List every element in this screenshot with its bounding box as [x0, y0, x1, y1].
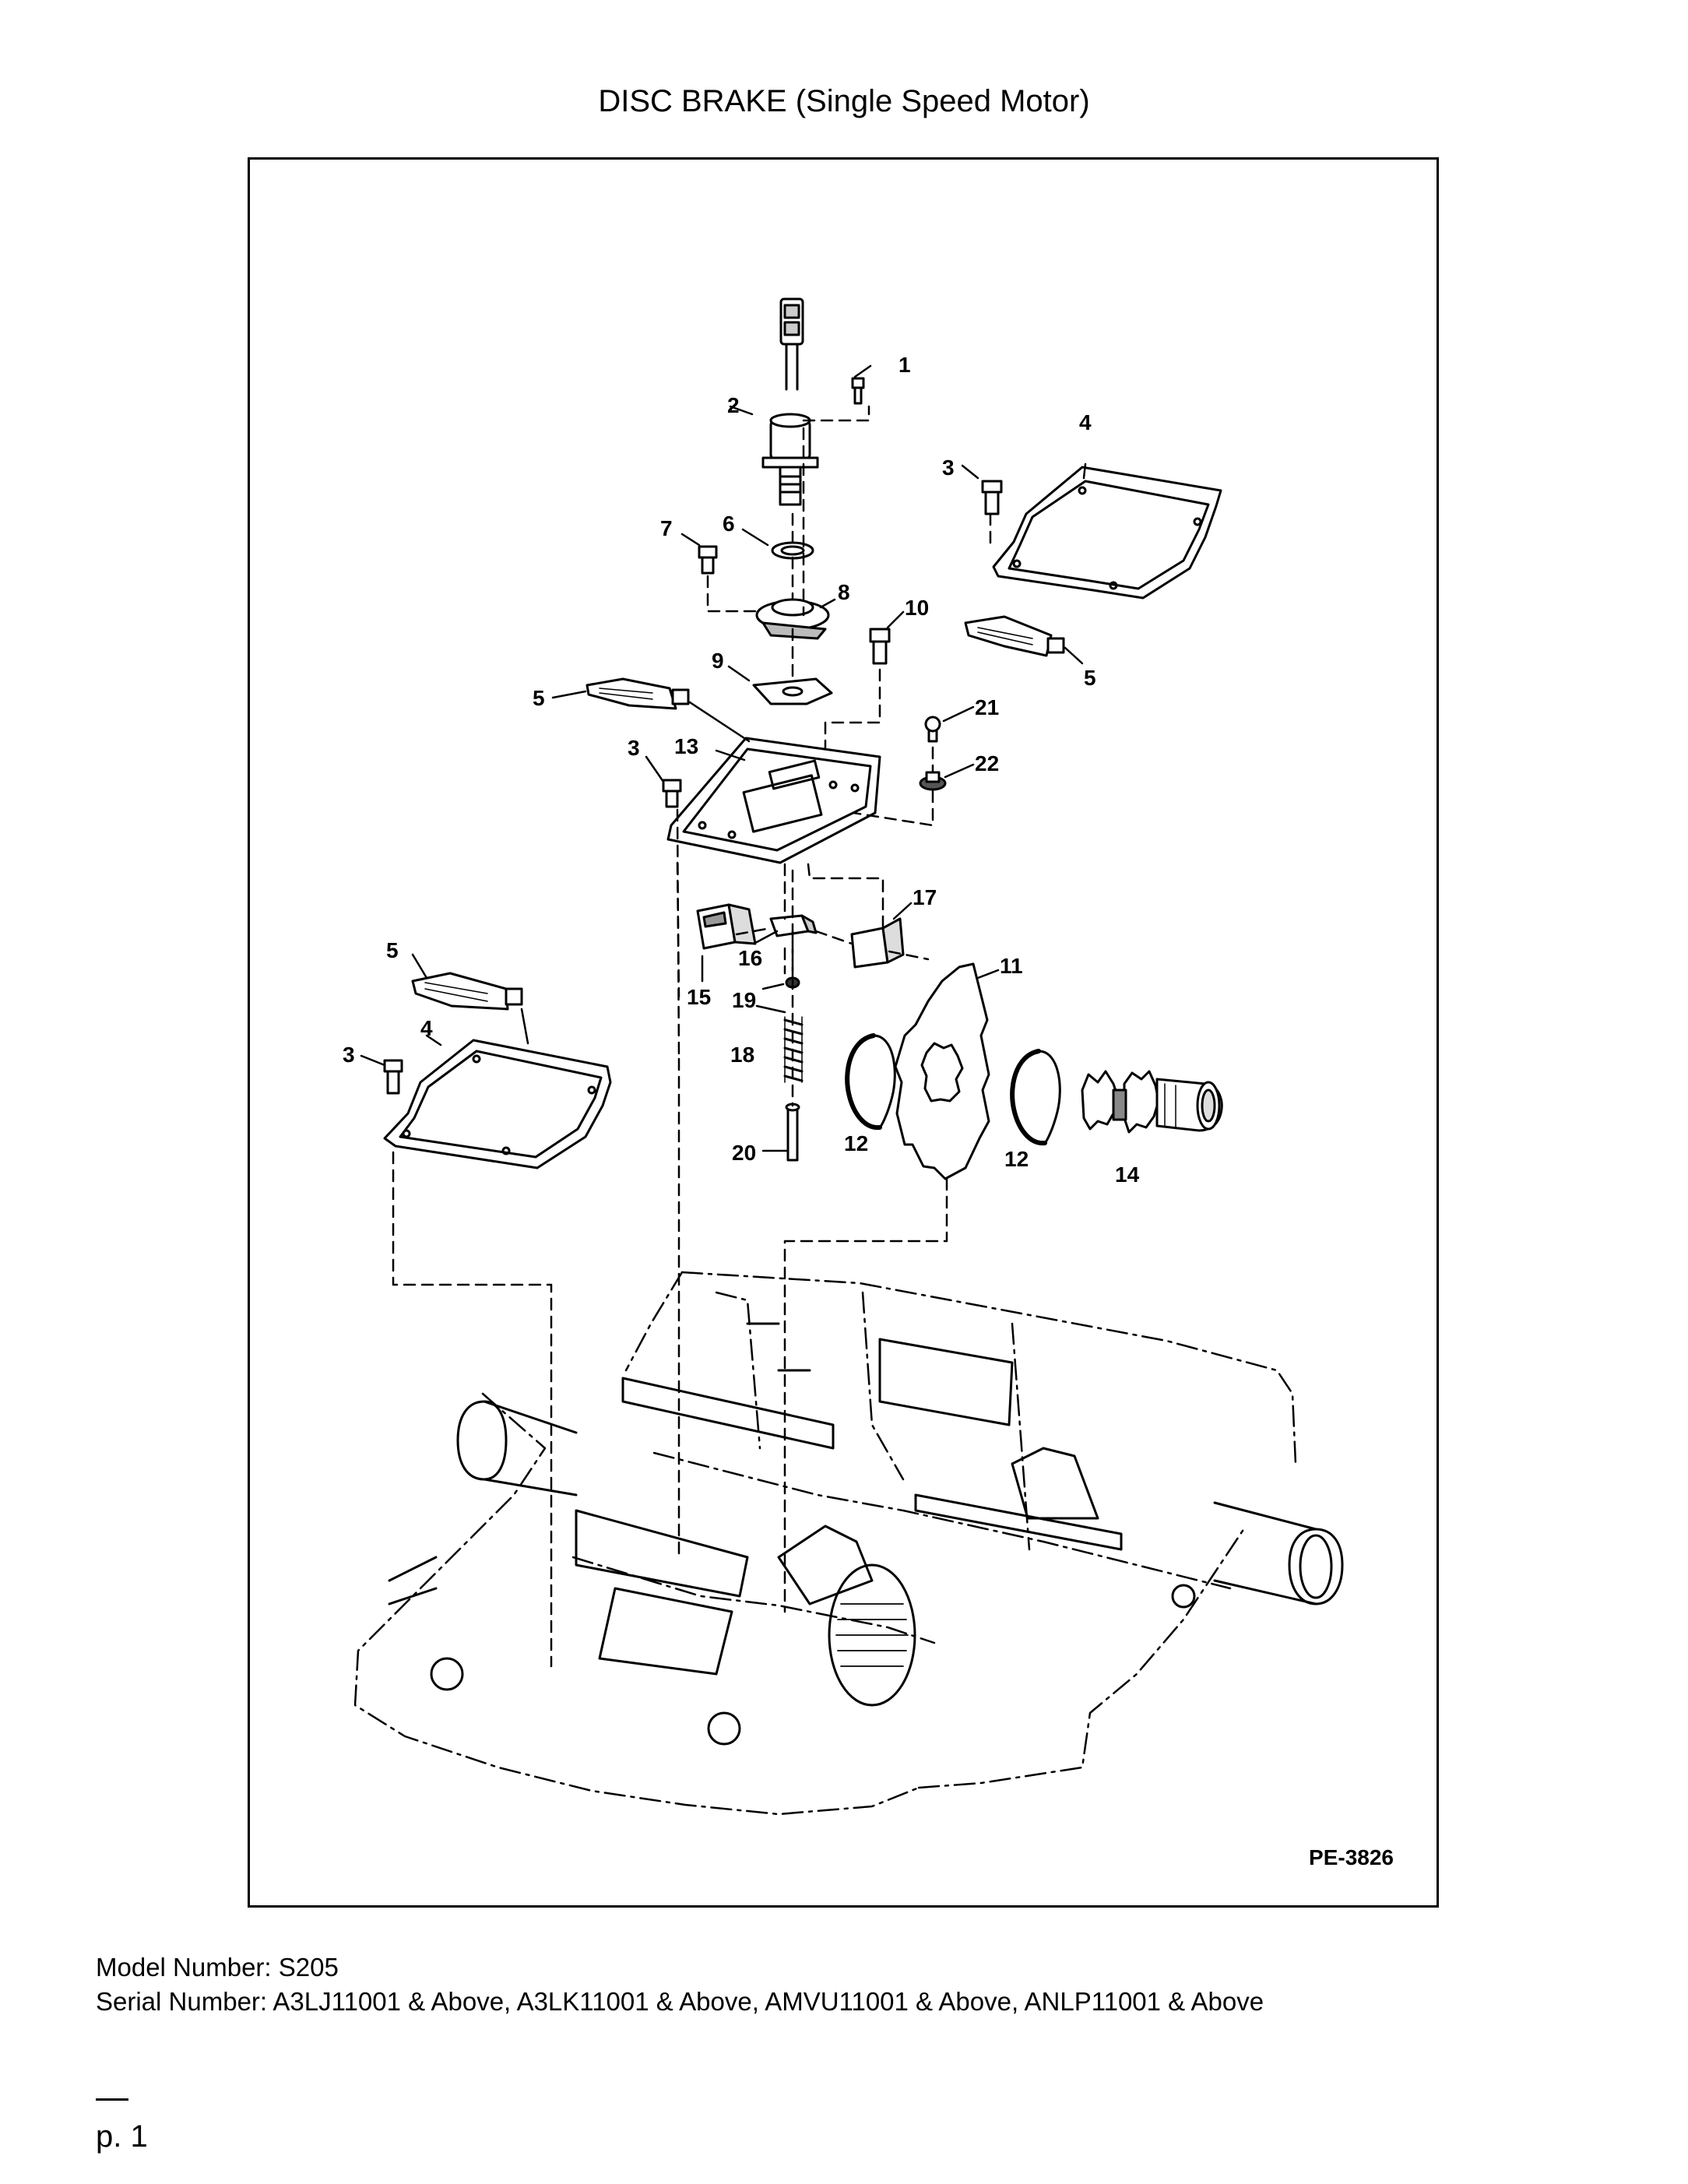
- page-divider: [96, 2098, 128, 2101]
- sealant-tube-part: [964, 615, 1065, 657]
- callout-3-upper-right: 3: [942, 455, 955, 480]
- callout-3-lower-left: 3: [343, 1043, 355, 1067]
- sealant-tube-part: [586, 677, 690, 710]
- callout-4-upper-right: 4: [1079, 410, 1092, 434]
- serial-number: Serial Number: A3LJ11001 & Above, A3LK11…: [96, 1987, 1264, 2016]
- callout-5-lower: 5: [386, 938, 399, 962]
- callout-4-lower-left: 4: [420, 1016, 433, 1040]
- callout-21: 21: [975, 695, 999, 719]
- snap-ring-part: [845, 1033, 882, 1131]
- cover-plate-part: [992, 466, 1222, 600]
- brake-disc-part: [894, 962, 990, 1180]
- cover-plate-part: [383, 1039, 612, 1169]
- solenoid-part: [761, 297, 819, 506]
- figure-id: PE-3826: [1309, 1845, 1394, 1869]
- snap-ring-part: [1010, 1049, 1047, 1146]
- callout-15: 15: [687, 985, 711, 1009]
- callout-16: 16: [738, 946, 762, 970]
- bolt-part: [698, 545, 718, 575]
- callout-22: 22: [975, 751, 999, 775]
- callout-19: 19: [732, 988, 756, 1012]
- callout-10: 10: [905, 596, 929, 620]
- callout-8: 8: [838, 580, 850, 604]
- callout-17: 17: [913, 885, 937, 909]
- gasket-part: [752, 677, 833, 705]
- fitting-part: [924, 716, 941, 743]
- screw-part: [851, 377, 865, 405]
- sealant-tube-part: [411, 972, 523, 1011]
- fitting-part: [919, 771, 947, 791]
- sprocket-motor-part: [1081, 1070, 1223, 1134]
- callout-3-mid: 3: [628, 736, 640, 760]
- callout-20: 20: [732, 1141, 756, 1165]
- callout-12-left: 12: [844, 1131, 868, 1155]
- bolt-part: [869, 628, 891, 665]
- callout-2: 2: [727, 393, 740, 417]
- bolt-part: [662, 779, 682, 808]
- caliper-block-part: [769, 914, 818, 937]
- callout-7: 7: [660, 516, 673, 540]
- diagram-frame: PE-3826: [248, 157, 1439, 1908]
- callout-1: 1: [899, 353, 911, 377]
- callout-11: 11: [1000, 954, 1023, 978]
- page-number: p. 1: [96, 2119, 148, 2154]
- callout-9: 9: [712, 649, 724, 673]
- callout-18: 18: [730, 1043, 754, 1067]
- caliper-block-part: [696, 903, 757, 950]
- bolt-part: [981, 480, 1003, 515]
- cover-plate-part: [666, 737, 881, 864]
- callout-13: 13: [674, 734, 698, 758]
- bolt-part: [383, 1059, 403, 1095]
- callout-5-left: 5: [533, 686, 545, 710]
- model-number: Model Number: S205: [96, 1953, 339, 1982]
- callout-12-right: 12: [1004, 1147, 1029, 1171]
- callout-14: 14: [1115, 1162, 1140, 1187]
- caliper-block-part: [850, 917, 905, 969]
- callout-5-right: 5: [1084, 666, 1096, 690]
- page-title: DISC BRAKE (Single Speed Motor): [598, 84, 1090, 118]
- callout-6: 6: [723, 512, 735, 536]
